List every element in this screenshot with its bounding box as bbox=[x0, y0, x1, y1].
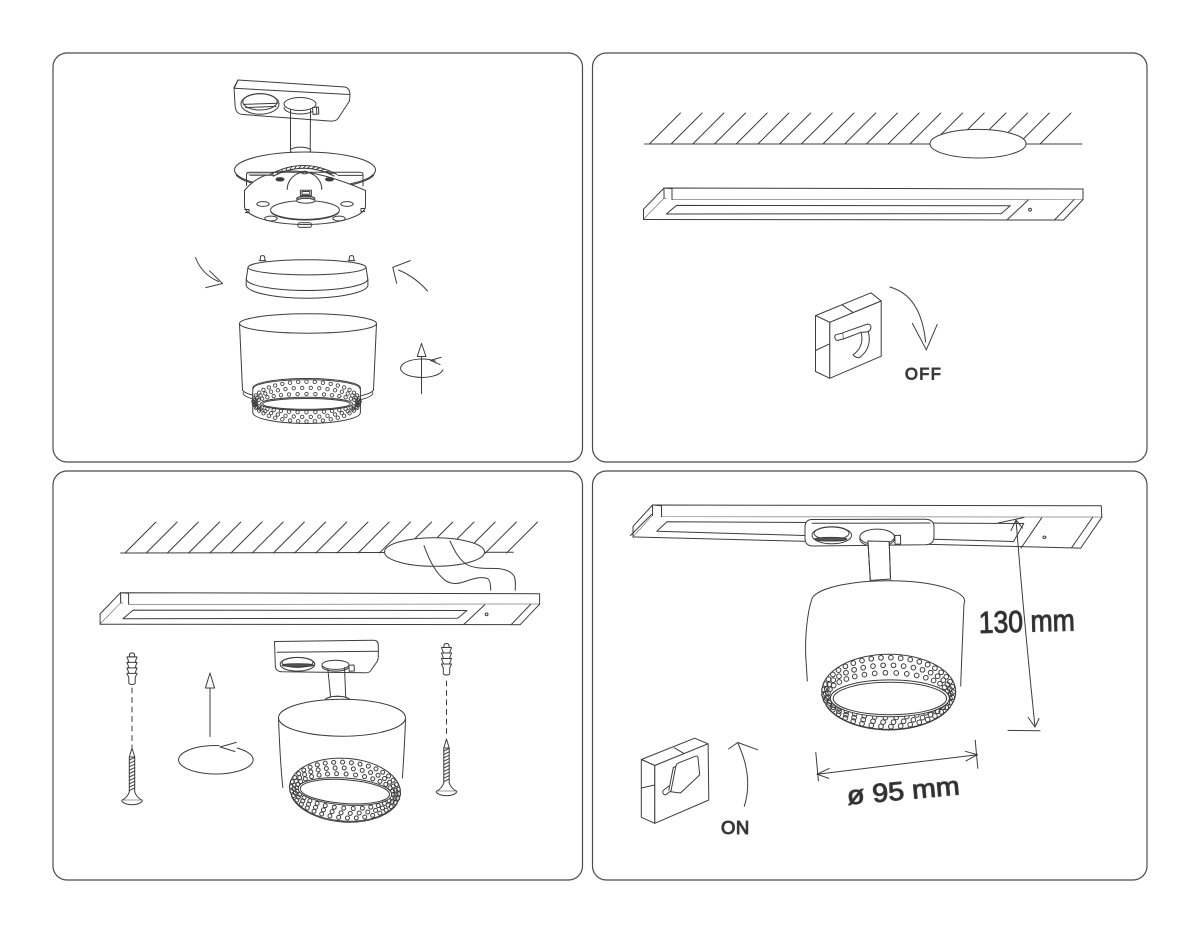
svg-text:OFF: OFF bbox=[905, 366, 942, 384]
svg-text:ON: ON bbox=[721, 817, 750, 838]
svg-text:130 mm: 130 mm bbox=[978, 603, 1075, 640]
svg-text:ø 95 mm: ø 95 mm bbox=[846, 770, 961, 810]
